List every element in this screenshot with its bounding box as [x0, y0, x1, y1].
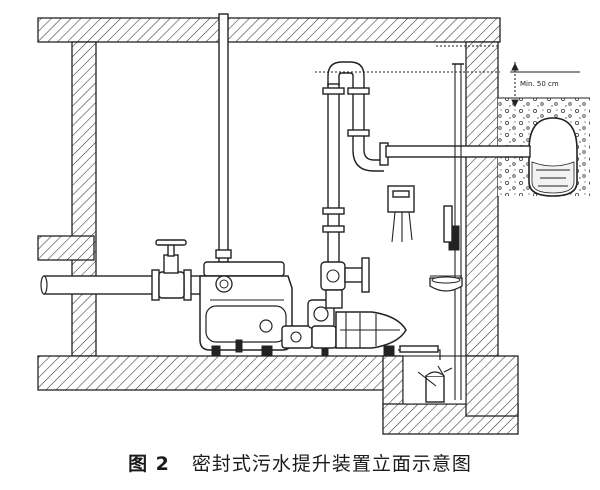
right-wall — [465, 41, 499, 357]
collecting-tank — [199, 261, 293, 357]
inlet-gate-valve — [151, 239, 192, 301]
left-wall — [71, 41, 97, 357]
ceiling-slab — [37, 17, 501, 43]
discharge-pipe — [322, 61, 531, 297]
wash-basin — [429, 275, 463, 292]
elevation-diagram: Min. 50 cm — [37, 13, 590, 435]
wall-riser — [443, 63, 464, 400]
discharge-check-valve — [320, 257, 370, 309]
min-height-label: Min. 50 cm — [520, 80, 559, 88]
sump-pump — [417, 365, 453, 403]
figure-title: 密封式污水提升装置立面示意图 — [191, 453, 472, 475]
lifting-pump — [281, 299, 407, 357]
control-box — [387, 185, 415, 243]
vent-pipe — [215, 13, 232, 263]
figure-number: 图 2 — [128, 453, 170, 475]
pit-right-wall — [465, 355, 519, 417]
sewer-main — [528, 117, 578, 197]
figure-caption: 图 2 密封式污水提升装置立面示意图 — [0, 449, 600, 479]
floor-slab — [37, 355, 401, 391]
left-ledge — [37, 235, 95, 261]
